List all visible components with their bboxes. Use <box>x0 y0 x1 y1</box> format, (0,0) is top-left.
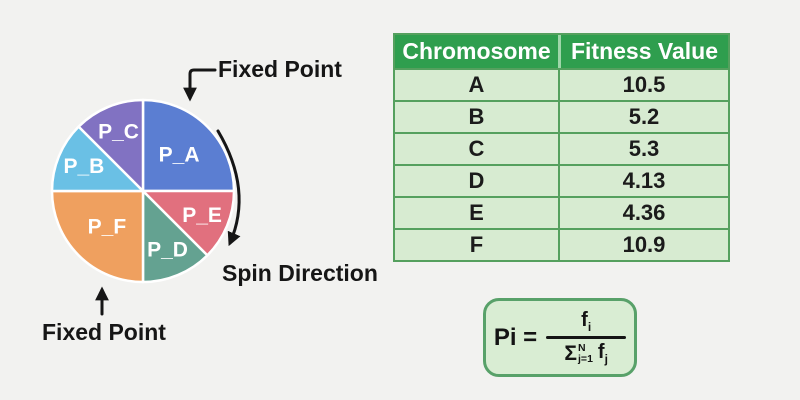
wheel-segment-P_E <box>141 189 236 257</box>
chromosome-cell: F <box>395 228 558 260</box>
wheel-segment-label-P_D: P_D <box>147 239 188 262</box>
chromosome-cell: A <box>395 68 558 100</box>
fixed-point-bottom-label: Fixed Point <box>42 319 166 345</box>
fitness-value-cell: 10.9 <box>558 228 728 260</box>
probability-formula-box: Pi = fi Σ N j=1 fj <box>483 298 637 377</box>
wheel-segment-P_D <box>141 189 209 284</box>
col-header-fitness-value: Fitness Value <box>558 35 728 68</box>
fitness-value-cell: 4.36 <box>558 196 728 228</box>
formula-numerator: fi <box>581 309 592 335</box>
wheel-segment-P_B <box>50 125 145 193</box>
fixed-point-top-label: Fixed Point <box>218 56 342 82</box>
formula-fraction: fi Σ N j=1 fj <box>546 309 627 366</box>
formula-lhs: Pi = <box>493 323 538 351</box>
fixed-point-top-arrow <box>183 68 217 102</box>
wheel-segment-label-P_F: P_F <box>88 216 127 239</box>
wheel-slice-labels: P_A P_E P_D P_F P_B P_C <box>63 120 221 261</box>
chromosome-cell: B <box>395 100 558 132</box>
wheel-segment-label-P_B: P_B <box>63 155 104 178</box>
fitness-value-cell: 10.5 <box>558 68 728 100</box>
fitness-value-cell: 5.3 <box>558 132 728 164</box>
wheel-svg: P_A P_E P_D P_F P_B P_C Fixed Point Fixed Poi… <box>42 56 378 345</box>
wheel-slices <box>50 98 236 284</box>
sigma-symbol: Σ <box>564 341 578 365</box>
fitness-value-cell: 4.13 <box>558 164 728 196</box>
col-header-chromosome: Chromosome <box>395 35 558 68</box>
wheel-segment-P_F <box>50 189 145 284</box>
wheel-segment-label-P_C: P_C <box>98 120 139 143</box>
wheel-segment-label-P_A: P_A <box>159 143 200 166</box>
fraction-bar <box>546 335 627 339</box>
chromosome-cell: E <box>395 196 558 228</box>
wheel-segment-P_C <box>77 98 145 193</box>
spin-direction-label: Spin Direction <box>222 260 378 286</box>
fitness-value-cell: 5.2 <box>558 100 728 132</box>
formula-denominator: Σ N j=1 fj <box>564 340 608 366</box>
table-header-row: Chromosome Fitness Value <box>395 35 728 68</box>
chromosome-cell: D <box>395 164 558 196</box>
spin-direction-arrow <box>216 129 241 247</box>
chromosome-cell: C <box>395 132 558 164</box>
wheel-segment-P_A <box>141 98 236 193</box>
sigma-limits: N j=1 <box>578 341 593 366</box>
wheel-segment-label-P_E: P_E <box>182 204 222 227</box>
